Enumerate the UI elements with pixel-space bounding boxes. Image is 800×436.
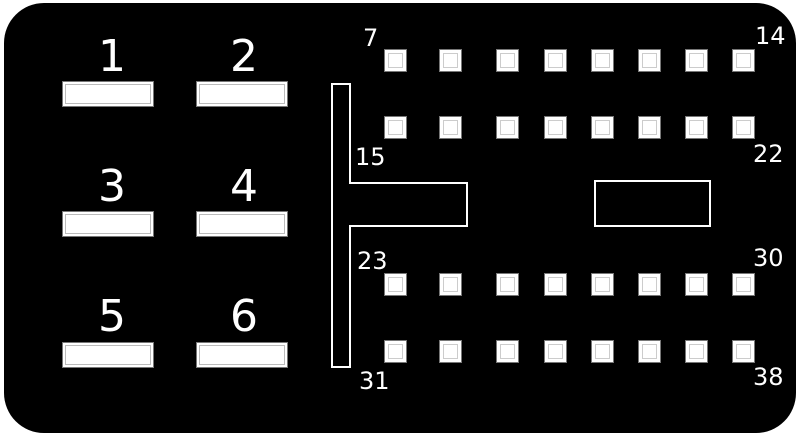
fuse-slot-31 [384,340,407,363]
fuse-label-38: 38 [753,363,784,391]
relay-label-5: 5 [98,291,126,342]
fuse-label-30: 30 [753,244,784,272]
fuse-slot-14 [732,49,755,72]
fuse-slot-34 [544,340,567,363]
fuse-box-panel: 1 2 3 4 5 6 7 14 15 22 23 30 31 38 [4,3,796,433]
fuse-slot-35 [591,340,614,363]
fuse-slot-20 [638,116,661,139]
fuse-label-23: 23 [357,247,388,275]
relay-label-1: 1 [98,31,126,82]
fuse-slot-23 [384,273,407,296]
fuse-slot-30 [732,273,755,296]
relay-label-6: 6 [230,291,258,342]
relay-slot-2 [196,81,288,107]
fuse-slot-19 [591,116,614,139]
fuse-slot-15 [384,116,407,139]
relay-slot-1 [62,81,154,107]
fuse-slot-36 [638,340,661,363]
fuse-slot-12 [638,49,661,72]
fuse-slot-22 [732,116,755,139]
relay-label-2: 2 [230,31,258,82]
t-shape-outline [331,83,468,368]
fuse-slot-9 [496,49,519,72]
fuse-slot-16 [439,116,462,139]
fuse-slot-28 [638,273,661,296]
fuse-slot-37 [685,340,708,363]
fuse-slot-38 [732,340,755,363]
relay-label-3: 3 [98,161,126,212]
relay-slot-3 [62,211,154,237]
fuse-label-15: 15 [355,143,386,171]
fuse-slot-33 [496,340,519,363]
fuse-label-22: 22 [753,140,784,168]
fuse-slot-8 [439,49,462,72]
relay-slot-6 [196,342,288,368]
fuse-label-14: 14 [755,22,786,50]
fuse-label-7: 7 [363,24,379,52]
fuse-slot-7 [384,49,407,72]
fuse-slot-29 [685,273,708,296]
fuse-label-31: 31 [359,367,390,395]
fuse-slot-21 [685,116,708,139]
fuse-slot-13 [685,49,708,72]
fuse-slot-10 [544,49,567,72]
relay-label-4: 4 [230,161,258,212]
fuse-slot-27 [591,273,614,296]
fuse-slot-11 [591,49,614,72]
fuse-slot-24 [439,273,462,296]
empty-slot-outline [594,180,711,227]
fuse-slot-32 [439,340,462,363]
relay-slot-5 [62,342,154,368]
relay-slot-4 [196,211,288,237]
fuse-slot-26 [544,273,567,296]
fuse-slot-17 [496,116,519,139]
fuse-slot-25 [496,273,519,296]
fuse-slot-18 [544,116,567,139]
